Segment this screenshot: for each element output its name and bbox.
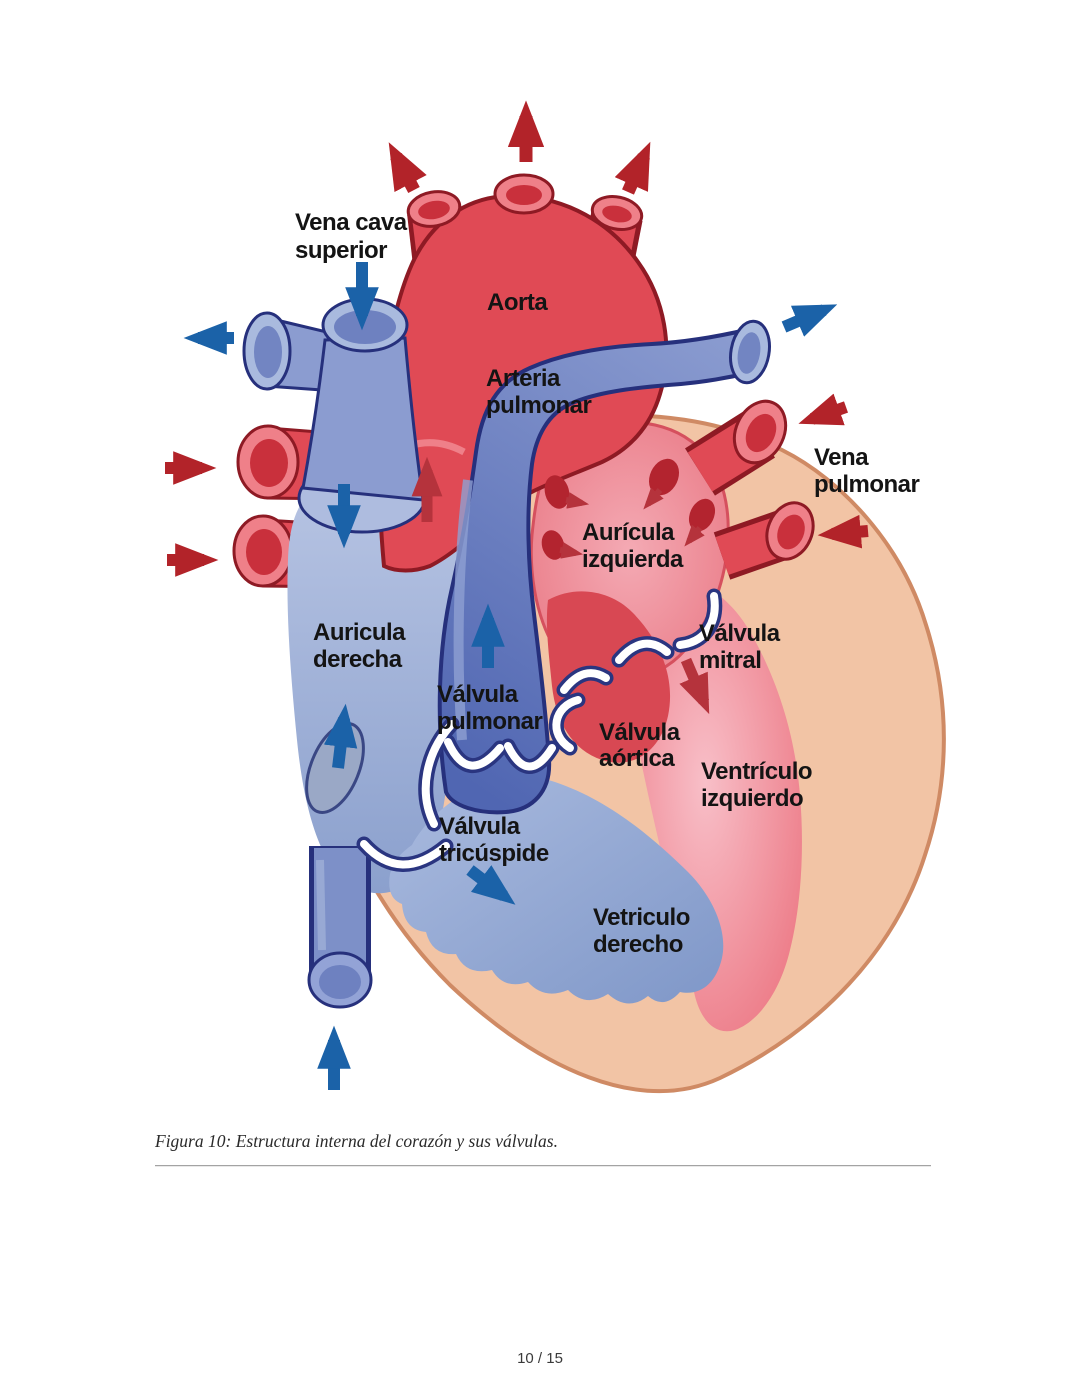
left-ventricle [626,579,802,1032]
label-valvula-aortica: Válvula aórtica [599,719,686,772]
atrium-vein-openings [541,458,716,560]
inner-red-arrows [411,456,710,715]
label-valvula-mitral: Válvula mitral [699,620,786,674]
label-auricula-derecha: Auricula derecha [313,619,411,673]
label-ventriculo-derecho: Vetriculo derecho [593,904,696,958]
page-number: 10 / 15 [517,1350,563,1367]
label-valvula-tricuspide: Válvula tricúspide [439,813,549,867]
valve-arcs [356,588,723,872]
label-vena-cava-superior: Vena cava superior [295,209,413,264]
label-aorta: Aorta [487,289,548,316]
pulmonary-artery-vessel [437,319,771,815]
label-ventriculo-izquierdo: Ventrículo izquierdo [701,758,818,812]
heart-diagram: Vena cava superior Aorta Arteria pulmona… [165,100,946,1093]
figure-caption: Figura 10: Estructura interna del corazó… [155,1131,558,1151]
blue-flow-arrows [183,262,838,1090]
red-flow-arrows [165,100,869,577]
right-pulmonary-vein-tubes [685,399,815,580]
label-vena-pulmonar: Vena pulmonar [814,444,919,498]
inferior-vena-cava-vessel [307,846,373,1009]
label-auricula-izquierda: Aurícula izquierda [582,519,684,573]
section-divider [155,1165,931,1167]
label-valvula-pulmonar: Válvula pulmonar [437,681,542,735]
right-ventricle [389,777,724,1004]
label-arteria-pulmonar: Arteria pulmonar [486,365,591,419]
